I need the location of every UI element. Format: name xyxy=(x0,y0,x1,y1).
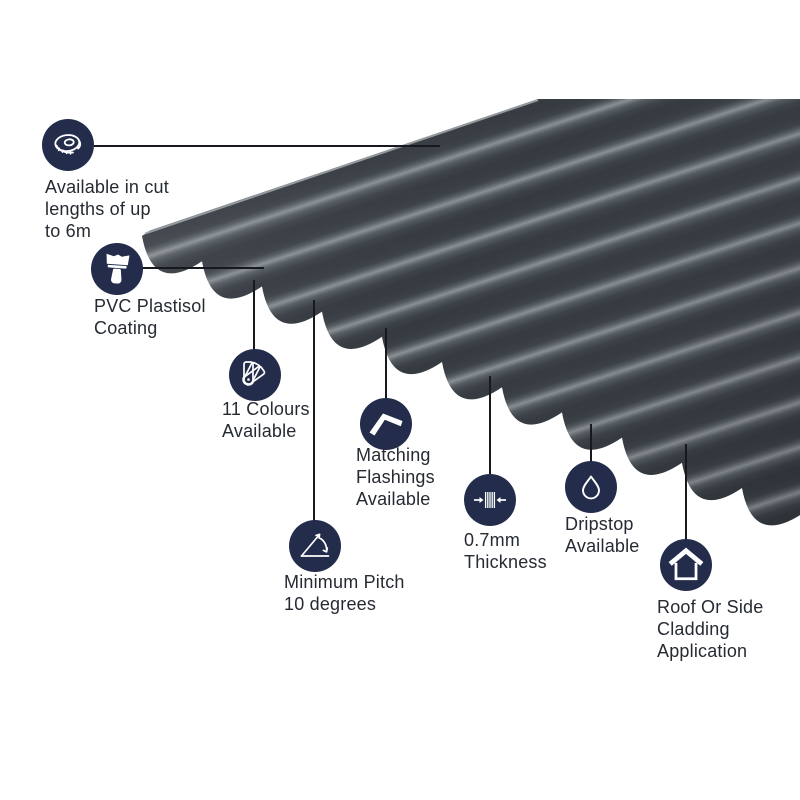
colours-label: 11 Colours Available xyxy=(222,399,310,441)
flashing-icon xyxy=(369,413,403,436)
cut-lengths-label: Available in cut lengths of up to 6m xyxy=(45,177,169,241)
colour-fan-icon xyxy=(242,361,266,386)
flashings-label: Matching Flashings Available xyxy=(356,445,435,509)
thickness-label: 0.7mm Thickness xyxy=(464,530,547,572)
connector-pitch xyxy=(313,300,315,522)
house-icon xyxy=(668,547,704,581)
connector-cut-lengths xyxy=(94,145,440,147)
water-droplet-icon xyxy=(582,475,600,500)
sheet-shading xyxy=(142,99,800,526)
coating-icon-circle xyxy=(91,243,143,295)
thickness-arrows-icon xyxy=(474,492,506,508)
application-icon-circle xyxy=(660,539,712,591)
pitch-angle-icon xyxy=(300,533,330,557)
connector-colours xyxy=(253,280,255,350)
cut-lengths-icon-circle xyxy=(42,119,94,171)
sheet-edge-highlight xyxy=(144,99,539,235)
pitch-label: Minimum Pitch 10 degrees xyxy=(284,572,405,614)
application-label: Roof Or Side Cladding Application xyxy=(657,597,764,661)
connector-application xyxy=(685,444,687,540)
dripstop-label: Dripstop Available xyxy=(565,514,640,556)
connector-thickness xyxy=(489,376,491,476)
connector-coating xyxy=(142,267,264,269)
paint-brush-icon xyxy=(106,253,130,284)
pitch-icon-circle xyxy=(289,520,341,572)
dripstop-icon-circle xyxy=(565,461,617,513)
flashings-icon-circle xyxy=(360,398,412,450)
tape-measure-icon xyxy=(54,134,82,155)
connector-dripstop xyxy=(590,424,592,463)
connector-flashings xyxy=(385,328,387,399)
coating-label: PVC Plastisol Coating xyxy=(94,296,206,338)
thickness-icon-circle xyxy=(464,474,516,526)
colours-icon-circle xyxy=(229,349,281,401)
